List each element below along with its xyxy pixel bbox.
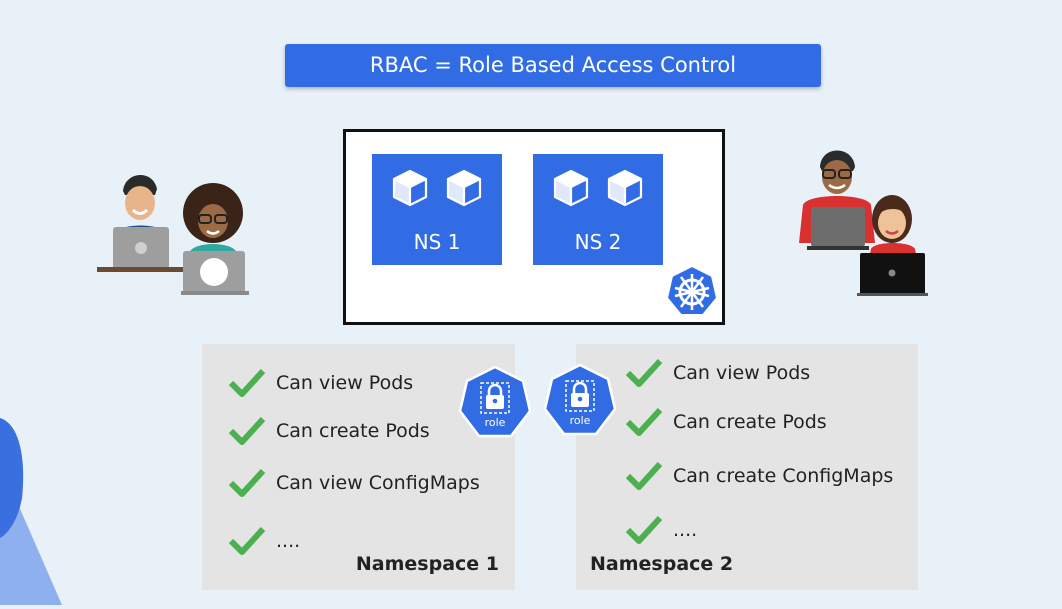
namespace-label: NS 2 xyxy=(574,230,622,254)
namespace-label: NS 1 xyxy=(413,230,461,254)
checkmark-icon xyxy=(228,416,266,445)
permission-item: Can create Pods xyxy=(228,416,430,446)
namespace-box: NS 2 xyxy=(533,154,663,265)
developers-illustration-right xyxy=(795,145,935,300)
cube-icon xyxy=(446,169,481,207)
permission-item: Can create Pods xyxy=(625,407,827,437)
permission-item: Can create ConfigMaps xyxy=(625,461,893,491)
checkmark-icon xyxy=(228,526,266,555)
role-badge: role xyxy=(457,365,533,441)
permission-item: .... xyxy=(228,526,300,556)
permission-item: Can view Pods xyxy=(228,368,413,398)
kubernetes-helm-icon xyxy=(665,264,719,322)
namespace-caption: Namespace 2 xyxy=(590,553,734,575)
permissions-panel-namespace-2: Can view Pods Can create Pods Can create… xyxy=(576,344,918,590)
cluster-box: NS 1 NS 2 xyxy=(343,129,725,325)
role-label: role xyxy=(569,414,591,427)
checkmark-icon xyxy=(625,515,663,544)
permissions-panel-namespace-1: Can view Pods Can create Pods Can view C… xyxy=(202,344,515,590)
cube-icon xyxy=(393,169,428,207)
cube-icon xyxy=(554,169,589,207)
developers-illustration-left xyxy=(95,165,255,300)
role-label: role xyxy=(484,416,506,429)
checkmark-icon xyxy=(228,368,266,397)
permission-item: Can view ConfigMaps xyxy=(228,468,480,498)
page-title: RBAC = Role Based Access Control xyxy=(285,44,821,87)
checkmark-icon xyxy=(625,407,663,436)
cube-icon xyxy=(607,169,642,207)
permission-item: .... xyxy=(625,515,697,545)
role-badge: role xyxy=(542,363,618,439)
role-lock-icon xyxy=(458,365,532,438)
role-lock-icon xyxy=(543,363,617,436)
permission-item: Can view Pods xyxy=(625,358,810,388)
namespace-box: NS 1 xyxy=(372,154,502,265)
checkmark-icon xyxy=(228,468,266,497)
namespace-caption: Namespace 1 xyxy=(355,553,499,575)
checkmark-icon xyxy=(625,358,663,387)
checkmark-icon xyxy=(625,461,663,490)
decorative-shape xyxy=(0,400,80,605)
